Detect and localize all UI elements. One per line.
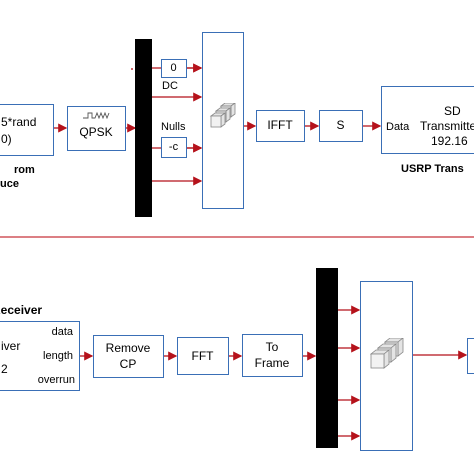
random-source-line2: 0): [1, 132, 12, 146]
random-source-caption2: uce: [0, 178, 19, 190]
s-label: S: [336, 118, 345, 132]
s-block[interactable]: S: [319, 110, 363, 142]
usrp-tx-line2: Transmitte: [420, 119, 474, 133]
receiver-title: Receiver: [0, 303, 43, 317]
remove-cp-line2: CP: [119, 357, 137, 371]
random-source-line1: 5*rand: [1, 115, 37, 129]
usrp-rx-port-overrun: overrun: [37, 374, 75, 386]
usrp-rx-line2: 2: [1, 362, 8, 376]
usrp-tx-port-data: Data: [386, 121, 410, 133]
demux-bar-rx: [316, 268, 338, 448]
nulls-constant-value: -c: [168, 141, 179, 153]
remove-cp-line1: Remove: [105, 341, 151, 355]
qpsk-label: QPSK: [79, 125, 113, 139]
remove-cp-block[interactable]: Remove CP: [93, 335, 164, 378]
nulls-label: Nulls: [161, 121, 186, 133]
ifft-label: IFFT: [267, 118, 293, 132]
usrp-receiver-block[interactable]: iver 2 data length overrun: [0, 321, 80, 391]
usrp-rx-port-length: length: [43, 350, 73, 362]
nulls-constant-block[interactable]: -c: [161, 137, 187, 158]
stacked-cubes-icon-rx: [369, 338, 404, 369]
usrp-rx-line1: iver: [1, 339, 21, 353]
mux-bar-tx: [135, 39, 152, 217]
random-source-caption1: rom: [14, 164, 35, 176]
usrp-rx-port-data: data: [51, 326, 73, 338]
random-source-block[interactable]: 5*rand 0): [0, 104, 54, 156]
waveform-icon: [83, 111, 110, 119]
fft-block[interactable]: FFT: [177, 337, 229, 375]
dc-constant-value: 0: [170, 62, 177, 74]
dc-constant-block[interactable]: 0: [161, 59, 187, 78]
dc-label: DC: [162, 80, 178, 92]
usrp-tx-line1: SD: [444, 104, 461, 118]
ifft-block[interactable]: IFFT: [256, 110, 305, 142]
to-frame-line2: Frame: [254, 356, 290, 370]
to-frame-block[interactable]: To Frame: [242, 334, 303, 377]
fft-label: FFT: [191, 349, 214, 363]
stacked-cubes-icon: [209, 103, 236, 128]
usrp-tx-caption: USRP Trans: [401, 163, 464, 175]
to-frame-line1: To: [265, 340, 279, 354]
concat-block-tx[interactable]: [202, 32, 244, 209]
usrp-tx-line3: 192.16: [431, 134, 468, 148]
qpsk-block[interactable]: QPSK: [67, 106, 126, 151]
concat-block-rx[interactable]: [360, 281, 413, 451]
output-block-rx[interactable]: [467, 338, 474, 374]
usrp-transmitter-block[interactable]: Data SD Transmitte 192.16: [381, 86, 474, 154]
